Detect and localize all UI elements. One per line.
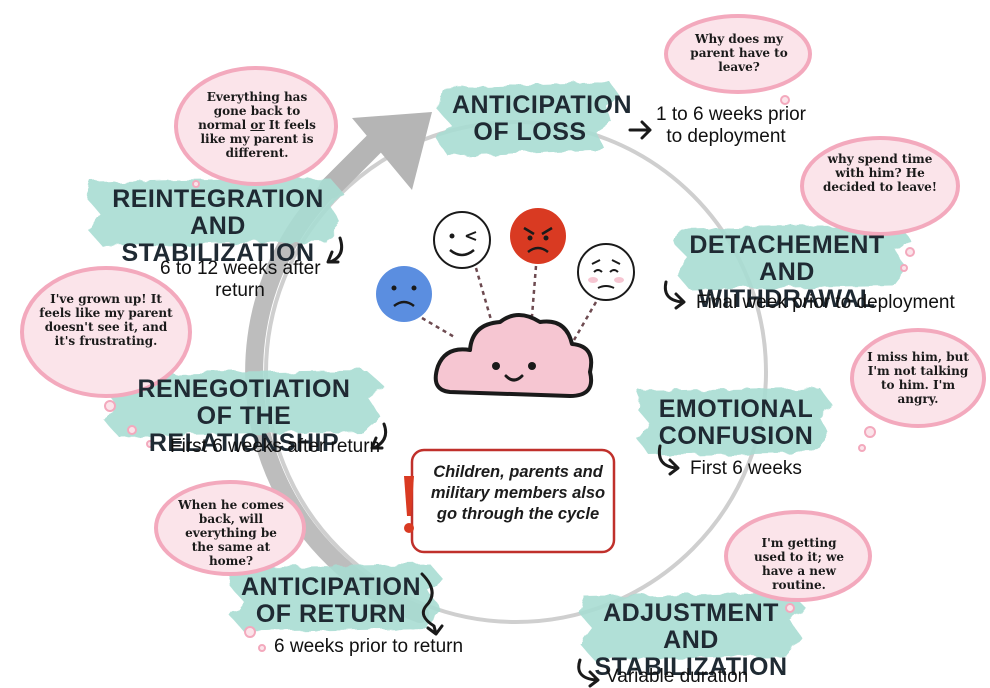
- stage-title-line2: AND WITHDRAWAL: [698, 258, 876, 313]
- stage-title-line2: OF LOSS: [473, 118, 587, 146]
- stage-time-anticipation-of-return: 6 weeks prior to return: [274, 636, 464, 657]
- curved-arrow-icon: [663, 280, 686, 310]
- stage-title-line2: CONFUSION: [658, 422, 814, 450]
- arrow-right-icon: [628, 120, 652, 140]
- stage-time-line1: 1 to 6 weeks prior: [656, 104, 806, 125]
- stage-emotional-confusion: EMOTIONAL CONFUSION: [646, 396, 826, 450]
- brush-detachment: [674, 224, 910, 290]
- note-text: Children, parents and military members a…: [430, 463, 606, 523]
- curved-arrow-icon: [420, 572, 444, 636]
- stage-title: ADJUSTMENT AND STABILIZATION: [584, 600, 798, 681]
- thought-cloud-renegotiation: [20, 266, 192, 448]
- exclamation-icon: [404, 476, 414, 533]
- stage-time-detachment-and-withdrawal: Final week prior to deployment: [696, 292, 955, 313]
- center-cloud-character: [433, 313, 594, 398]
- stage-renegotiation-of-the-relationship: RENEGOTIATION OF THE RELATIONSHIP: [106, 376, 382, 457]
- brush-reintegration: [86, 178, 344, 246]
- curved-arrow-icon: [370, 422, 388, 450]
- stage-time-reintegration-and-stabilization: 6 to 12 weeks after return: [160, 258, 321, 302]
- thought-cloud-anticipation-of-return: [154, 480, 306, 652]
- thought-part1: Everything has gone back to normal: [198, 90, 308, 132]
- stage-title-line1: ADJUSTMENT: [603, 599, 779, 627]
- curved-arrow-icon: [326, 236, 344, 264]
- thought-text-adjustment: I'm getting used to it; we have a new ro…: [753, 536, 845, 592]
- thought-cloud-adjustment: [724, 510, 872, 613]
- stage-title-line1: EMOTIONAL: [658, 395, 814, 423]
- stage-title-line2: OF THE RELATIONSHIP: [148, 402, 340, 457]
- brush-adjustment: [578, 592, 806, 660]
- stage-time-renegotiation-of-the-relationship: First 6 weeks after return: [170, 436, 381, 457]
- stage-detachment-and-withdrawal: DETACHEMENT AND WITHDRAWAL: [672, 232, 902, 313]
- stage-time-emotional-confusion: First 6 weeks: [690, 458, 802, 479]
- emotion-faces: [376, 208, 635, 341]
- angry-face-icon: [510, 208, 566, 317]
- curved-arrow-icon: [577, 658, 600, 688]
- connector-arrows: [326, 120, 686, 688]
- thought-cloud-reintegration: [174, 66, 338, 188]
- brush-anticipation-of-return: [228, 564, 444, 632]
- thought-or-underlined: or: [250, 118, 265, 132]
- stage-title-line1: ANTICIPATION: [452, 91, 633, 119]
- thought-clouds: [20, 14, 986, 652]
- brush-emotional-confusion: [636, 388, 832, 456]
- thought-text-renegotiation: I've grown up! It feels like my parent d…: [39, 292, 173, 348]
- worried-face-icon: [572, 243, 635, 341]
- stage-title-line1: RENEGOTIATION: [137, 375, 351, 403]
- stage-time-anticipation-of-loss: 1 to 6 weeks prior to deployment: [656, 104, 806, 148]
- thought-text-reintegration: Everything has gone back to normal or It…: [196, 90, 318, 160]
- stage-title-line1: DETACHEMENT: [689, 231, 885, 259]
- brush-anticipation-of-loss: [436, 82, 620, 156]
- stage-time-line2: to deployment: [666, 126, 786, 147]
- thought-text-emotional-confusion: I miss him, but I'm not talking to him. …: [867, 350, 969, 406]
- thought-text-anticipation-of-return: When he comes back, will everything be t…: [178, 498, 284, 568]
- stage-time-line1: 6 to 12 weeks after: [160, 258, 321, 279]
- thought-cloud-emotional-confusion: [850, 328, 986, 452]
- stage-title: REINTEGRATION AND STABILIZATION: [96, 186, 340, 267]
- curved-arrow-icon: [657, 444, 680, 476]
- stage-title: RENEGOTIATION OF THE RELATIONSHIP: [106, 376, 382, 457]
- stage-adjustment-and-stabilization: ADJUSTMENT AND STABILIZATION: [584, 600, 798, 681]
- stage-reintegration-and-stabilization: REINTEGRATION AND STABILIZATION: [96, 186, 340, 267]
- stage-anticipation-of-loss: ANTICIPATION OF LOSS: [452, 91, 633, 146]
- stage-title-line2: AND STABILIZATION: [121, 212, 315, 267]
- stage-title-line1: ANTICIPATION: [240, 573, 422, 601]
- stage-time-adjustment-and-stabilization: Variable duration: [606, 666, 749, 687]
- stage-title: DETACHEMENT AND WITHDRAWAL: [672, 232, 902, 313]
- stage-title-line2: AND STABILIZATION: [594, 626, 788, 681]
- brush-renegotiation: [102, 370, 384, 436]
- thought-text-detachment: why spend time with him? He decided to l…: [822, 152, 938, 194]
- stage-time-line2: return: [215, 280, 265, 301]
- stage-title: ANTICIPATION OF RETURN: [236, 574, 426, 628]
- thought-text-anticipation-of-loss: Why does my parent have to leave?: [690, 32, 788, 74]
- stage-title-line1: REINTEGRATION: [112, 185, 324, 213]
- stage-title: ANTICIPATION OF LOSS: [452, 91, 633, 146]
- brush-strokes: [86, 82, 910, 660]
- thought-part2: It feels like my parent is different.: [200, 118, 316, 160]
- stage-anticipation-of-return: ANTICIPATION OF RETURN: [236, 574, 426, 628]
- stage-title-line2: OF RETURN: [255, 600, 407, 628]
- thought-cloud-detachment: [800, 136, 960, 272]
- thought-cloud-anticipation-of-loss: [664, 14, 812, 105]
- stage-title: EMOTIONAL CONFUSION: [646, 396, 826, 450]
- winking-face-icon: [433, 211, 496, 331]
- cycle-arrow-head: [352, 112, 432, 190]
- sad-face-icon: [376, 266, 457, 340]
